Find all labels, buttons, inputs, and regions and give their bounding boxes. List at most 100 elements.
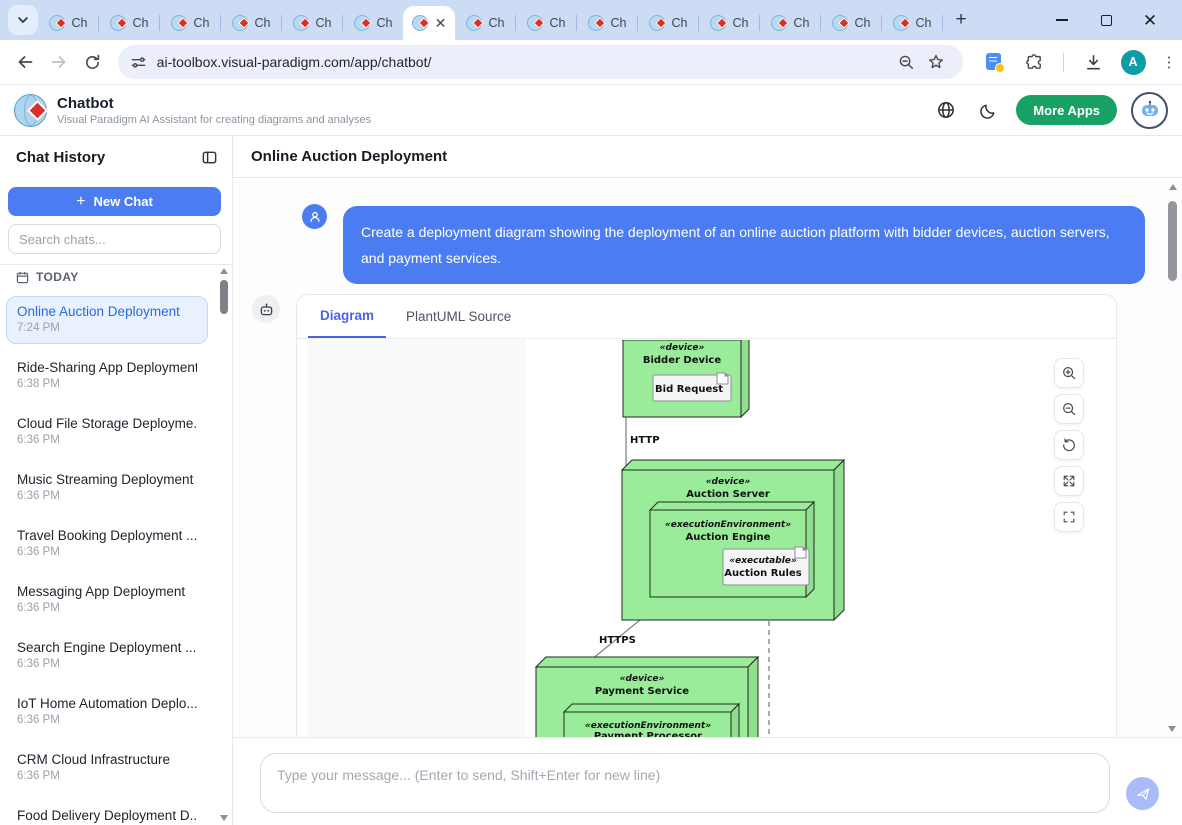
close-button[interactable]: ✕ bbox=[1128, 4, 1172, 36]
browser-tab[interactable]: Ch bbox=[577, 6, 637, 40]
browser-tab[interactable]: Ch bbox=[160, 6, 220, 40]
reset-view-button[interactable] bbox=[1054, 430, 1084, 460]
fullscreen-button[interactable] bbox=[1054, 502, 1084, 532]
url-text[interactable]: ai-toolbox.visual-paradigm.com/app/chatb… bbox=[156, 54, 432, 70]
browser-tab[interactable]: Ch bbox=[516, 6, 576, 40]
node-bidder-device[interactable]: «device» Bidder Device Bid Request bbox=[621, 340, 750, 419]
diagram-canvas[interactable]: HTTP HTTPS «device» Bidder Device bbox=[308, 340, 1101, 737]
zoom-out-button[interactable] bbox=[1054, 394, 1084, 424]
browser-tab[interactable]: Ch bbox=[221, 6, 281, 40]
extensions-button[interactable] bbox=[1017, 45, 1051, 79]
forward-icon bbox=[51, 56, 66, 68]
browser-tab-active[interactable]: ✕ bbox=[403, 6, 455, 40]
chat-scrollbar[interactable] bbox=[1166, 182, 1179, 734]
artifact-bid-request[interactable]: Bid Request bbox=[652, 372, 732, 402]
tab-close-icon[interactable]: ✕ bbox=[434, 15, 447, 31]
tab-plantuml-source[interactable]: PlantUML Source bbox=[406, 309, 512, 324]
back-button[interactable] bbox=[8, 45, 42, 79]
browser-tab[interactable]: Ch bbox=[99, 6, 159, 40]
person-icon bbox=[309, 211, 320, 222]
main-panel: Online Auction Deployment Create a deplo… bbox=[233, 136, 1182, 825]
site-settings-icon bbox=[131, 56, 146, 68]
diagram-card: Diagram PlantUML Source HTTP HTTPS bbox=[296, 294, 1117, 737]
new-tab-button[interactable]: + bbox=[955, 9, 967, 30]
maximize-button[interactable] bbox=[1084, 4, 1128, 36]
chat-item[interactable]: Food Delivery Deployment D... bbox=[17, 808, 197, 823]
close-icon: ✕ bbox=[1142, 10, 1158, 30]
puzzle-icon bbox=[1025, 53, 1041, 69]
visual-paradigm-logo bbox=[14, 93, 49, 127]
file-icon bbox=[716, 372, 729, 385]
sidebar-scrollbar[interactable] bbox=[218, 266, 230, 823]
address-bar[interactable]: ai-toolbox.visual-paradigm.com/app/chatb… bbox=[117, 45, 963, 79]
browser-tab[interactable]: Ch bbox=[343, 6, 403, 40]
language-button[interactable] bbox=[932, 96, 960, 124]
scroll-down-arrow[interactable] bbox=[1168, 726, 1176, 732]
scrollbar-thumb[interactable] bbox=[220, 280, 228, 314]
tab-search-button[interactable] bbox=[8, 5, 38, 35]
scroll-up-arrow[interactable] bbox=[1168, 184, 1177, 190]
visual-paradigm-favicon bbox=[411, 15, 430, 31]
downloads-button[interactable] bbox=[1076, 45, 1110, 79]
more-apps-button[interactable]: More Apps bbox=[1016, 95, 1117, 125]
browser-tab[interactable]: Ch bbox=[821, 6, 881, 40]
app-subtitle: Visual Paradigm AI Assistant for creatin… bbox=[57, 113, 372, 126]
tab-diagram[interactable]: Diagram bbox=[308, 295, 386, 338]
send-button[interactable] bbox=[1126, 777, 1159, 810]
page-title: Online Auction Deployment bbox=[251, 148, 448, 165]
visual-paradigm-favicon bbox=[170, 15, 189, 31]
forward-button[interactable] bbox=[42, 45, 76, 79]
browser-tab[interactable]: Ch bbox=[38, 6, 98, 40]
fit-screen-button[interactable] bbox=[1054, 466, 1084, 496]
chat-item[interactable]: Cloud File Storage Deployme...6:36 PM bbox=[17, 416, 197, 446]
browser-menu-button[interactable]: ⋮ bbox=[1161, 54, 1177, 71]
node-auction-server[interactable]: «device» Auction Server «executionEnviro… bbox=[620, 458, 846, 622]
payment-stereotype: «device» bbox=[620, 674, 665, 684]
reload-icon bbox=[86, 54, 100, 69]
chat-item[interactable]: Travel Booking Deployment ...6:36 PM bbox=[17, 528, 197, 558]
reload-button[interactable] bbox=[76, 45, 110, 79]
chatbot-widget-button[interactable] bbox=[1131, 91, 1168, 129]
translate-extension-button[interactable] bbox=[977, 45, 1011, 79]
minimize-button[interactable] bbox=[1040, 4, 1084, 36]
browser-tab[interactable]: Ch bbox=[882, 6, 942, 40]
visual-paradigm-favicon bbox=[648, 15, 667, 31]
collapse-sidebar-button[interactable] bbox=[201, 149, 218, 166]
scrollbar-thumb[interactable] bbox=[1168, 201, 1177, 281]
browser-tab[interactable]: Ch bbox=[282, 6, 342, 40]
robot-icon bbox=[1141, 100, 1158, 116]
scroll-up-arrow[interactable] bbox=[220, 268, 228, 274]
chat-item[interactable]: IoT Home Automation Deplo...6:36 PM bbox=[17, 696, 197, 726]
tab-label: Ch bbox=[793, 16, 810, 30]
visual-paradigm-favicon bbox=[353, 15, 372, 31]
browser-tab[interactable]: Ch bbox=[638, 6, 698, 40]
browser-tab[interactable]: Ch bbox=[699, 6, 759, 40]
tab-label: Ch bbox=[132, 16, 149, 30]
search-chats-input[interactable] bbox=[8, 224, 221, 254]
new-chat-button[interactable]: +New Chat bbox=[8, 187, 221, 216]
message-input[interactable] bbox=[260, 753, 1110, 813]
profile-button[interactable]: A bbox=[1116, 45, 1150, 79]
scroll-down-arrow[interactable] bbox=[220, 815, 228, 821]
node-auction-engine[interactable]: «executionEnvironment» Auction Engine «e… bbox=[648, 500, 816, 599]
zoom-in-button[interactable] bbox=[1054, 358, 1084, 388]
node-payment-service[interactable]: «device» Payment Service «executionEnvir… bbox=[534, 655, 760, 737]
robot-avatar-icon bbox=[260, 302, 272, 315]
bid-request-label: Bid Request bbox=[655, 384, 723, 395]
sidebar-title: Chat History bbox=[16, 149, 106, 166]
bookmark-button[interactable] bbox=[921, 47, 951, 77]
deployment-diagram: HTTP HTTPS «device» Bidder Device bbox=[526, 340, 1101, 737]
chat-item[interactable]: Search Engine Deployment ...6:36 PM bbox=[17, 640, 197, 670]
artifact-auction-rules[interactable]: «executable» Auction Rules bbox=[722, 546, 810, 586]
browser-tab[interactable]: Ch bbox=[455, 6, 515, 40]
browser-tab[interactable]: Ch bbox=[760, 6, 820, 40]
node-payment-processor[interactable]: «executionEnvironment» Payment Processor bbox=[562, 702, 741, 737]
send-icon bbox=[1136, 787, 1149, 800]
zoom-page-button[interactable] bbox=[891, 47, 921, 77]
dark-mode-button[interactable] bbox=[974, 96, 1002, 124]
